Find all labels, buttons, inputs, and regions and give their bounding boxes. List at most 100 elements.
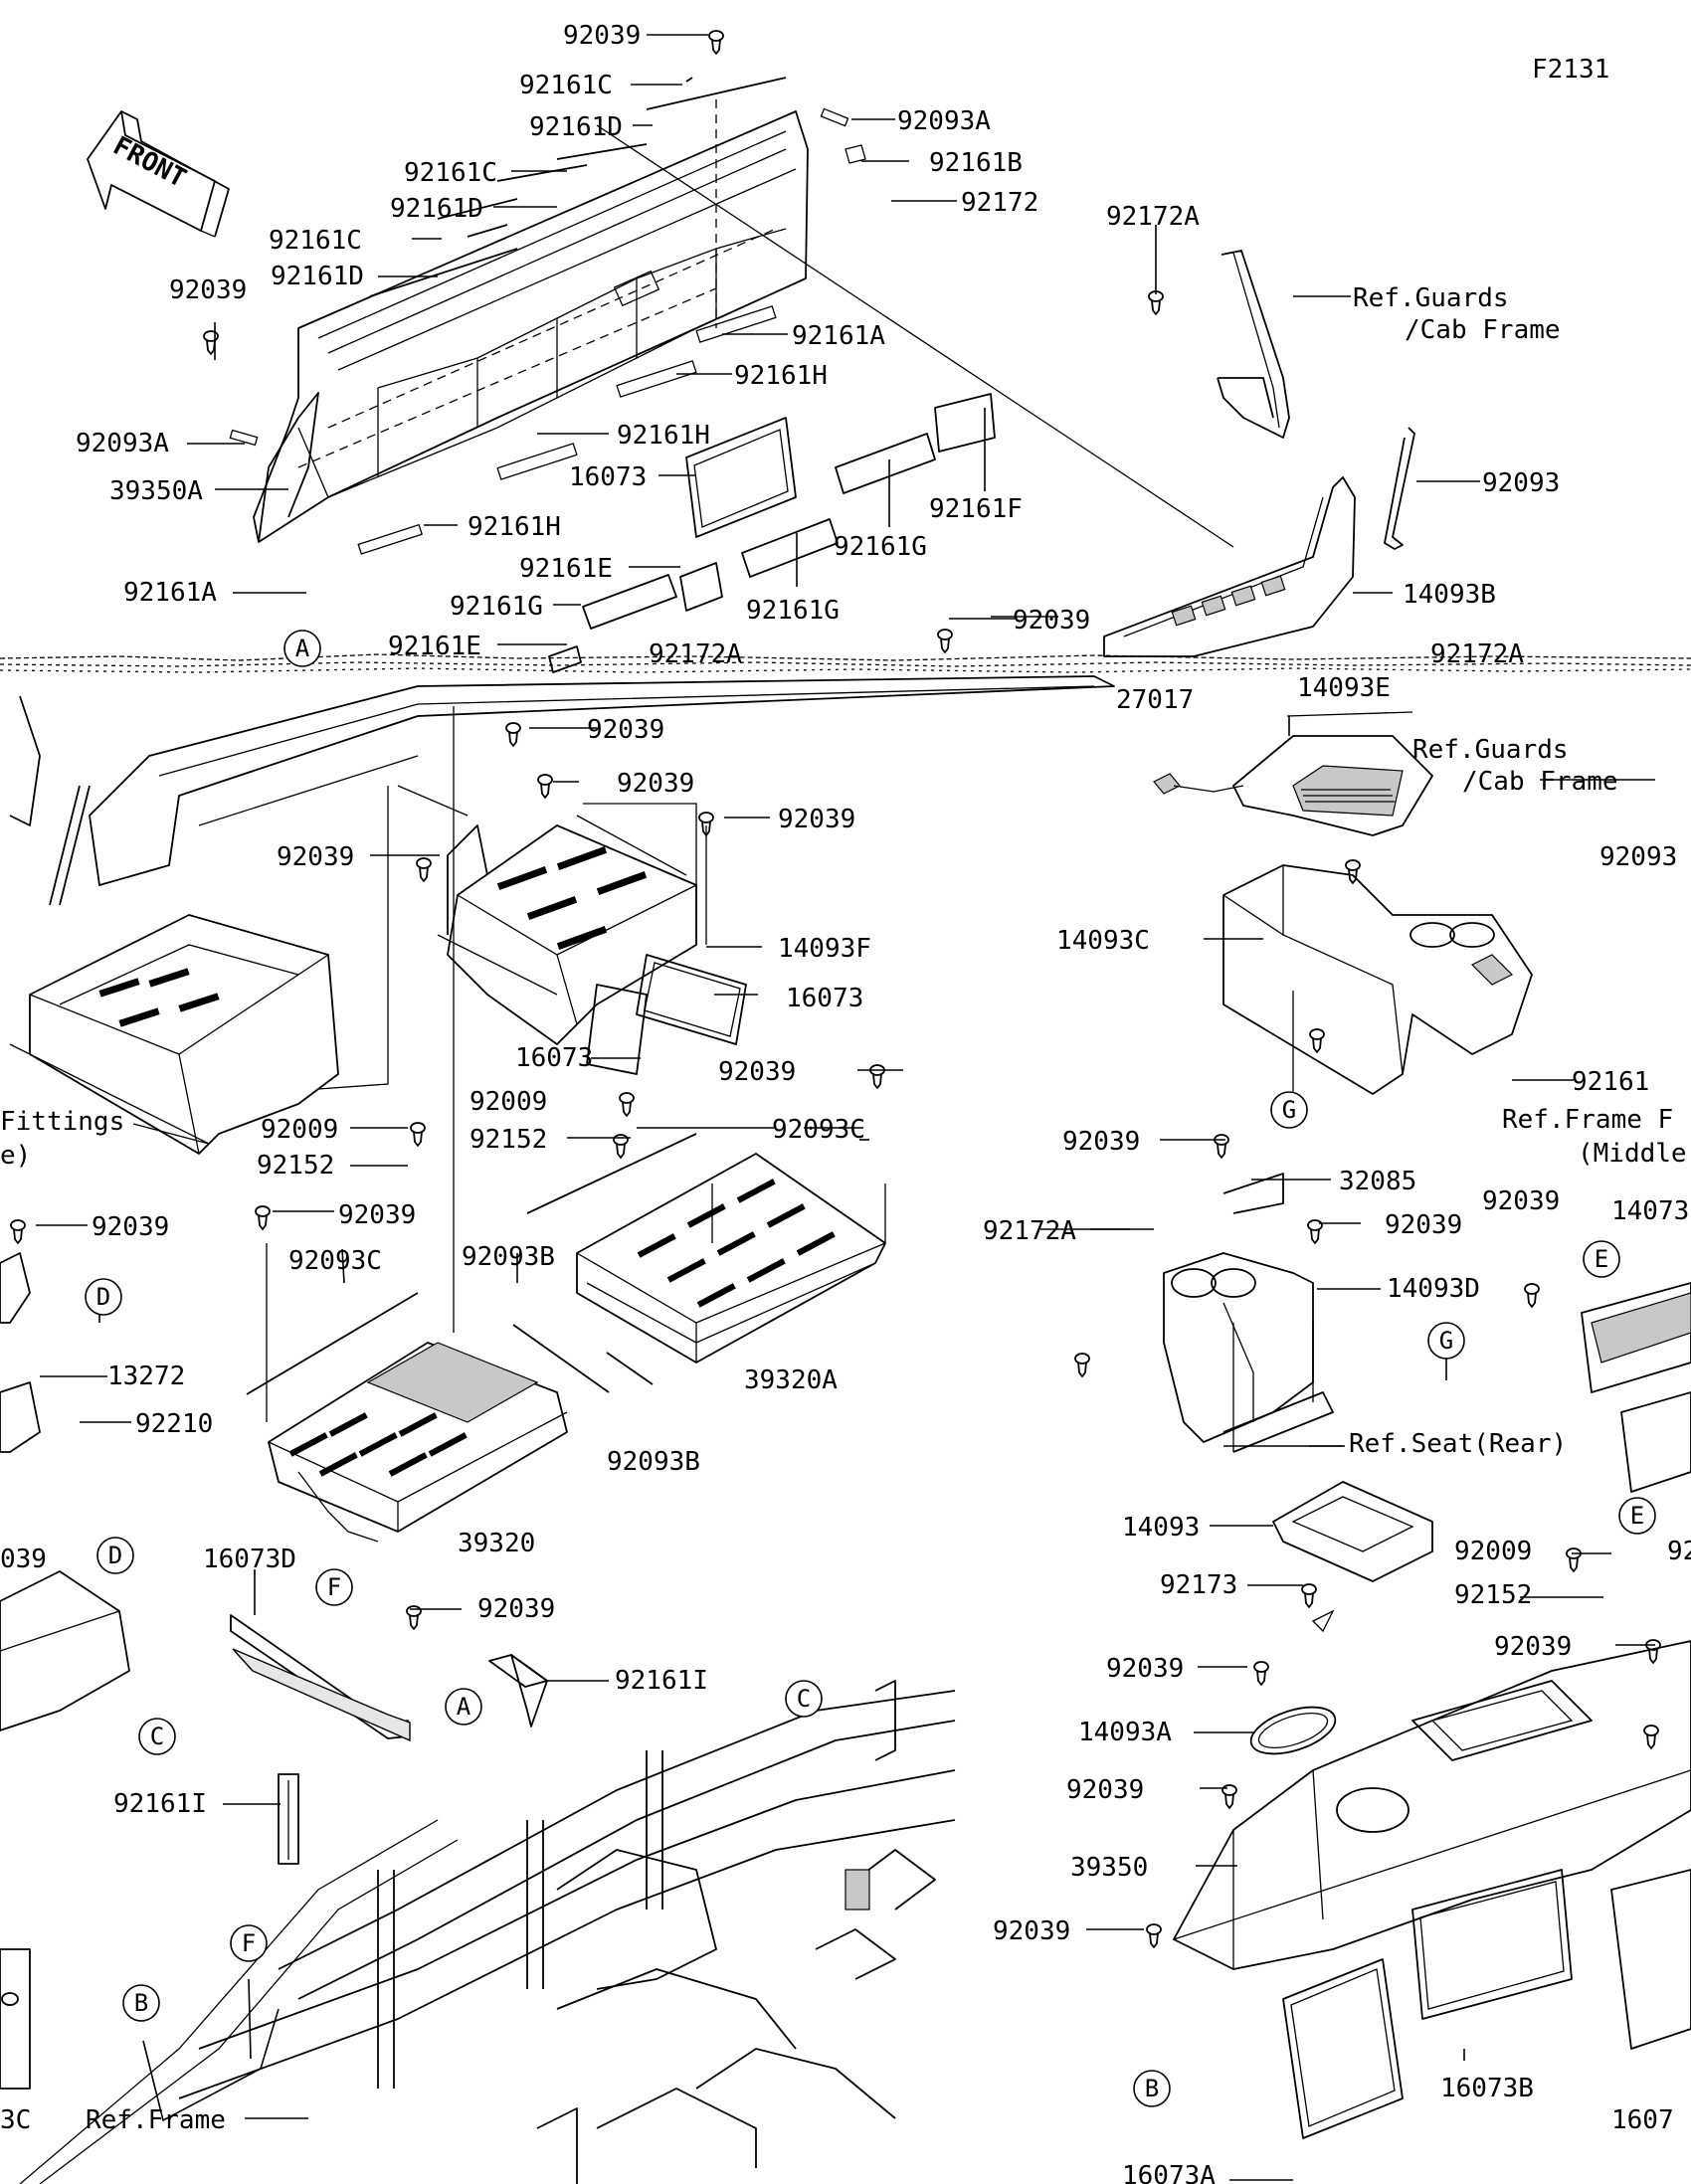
marker-circle-icon — [283, 630, 321, 667]
part-number-label: 92172A — [983, 1216, 1076, 1246]
fastener-icons — [10, 30, 1661, 1948]
part-number-label: 92161G — [746, 596, 840, 626]
part-number-label: 92039 — [1494, 1632, 1572, 1662]
part-number-label: (Middle — [1578, 1139, 1687, 1169]
part-number-label: 92172 — [961, 188, 1038, 218]
part-number-label: 14093E — [1297, 673, 1391, 703]
part-number-label: 92152 — [470, 1125, 547, 1155]
marker-letter: F — [242, 1929, 256, 1957]
seat-bracket-14073 — [1581, 1282, 1691, 1493]
section-divider — [0, 653, 1691, 673]
part-number-label: Ref.Guards — [1353, 283, 1509, 313]
left-edge-parts — [0, 1252, 130, 2090]
part-number-label: 92093B — [462, 1242, 555, 1272]
part-number-label: 92172A — [1430, 639, 1524, 669]
part-number-label: 14093 — [1122, 1513, 1200, 1543]
seat-base-frame-left — [9, 914, 339, 1155]
part-number-label: 92009 — [1454, 1537, 1532, 1566]
part-number-label: 92161A — [123, 578, 217, 608]
clip-fastener-icon — [505, 722, 521, 747]
tray-14093 — [1272, 1481, 1433, 1582]
part-number-label: 92093 — [1599, 842, 1677, 872]
clip-fastener-icon — [1221, 1784, 1237, 1809]
clip-fastener-icon — [255, 1205, 271, 1230]
main-frame — [19, 1680, 956, 2184]
part-number-label: 92210 — [135, 1409, 213, 1439]
part-number-label: 92161B — [929, 148, 1023, 178]
part-number-label: 14093F — [778, 934, 871, 964]
part-number-label: 92161C — [519, 71, 613, 100]
part-number-label: 92161G — [450, 592, 543, 622]
figure-code: F2131 — [1532, 55, 1609, 85]
part-number-label: /Cab Frame — [1405, 315, 1561, 345]
part-number-label: 92161 — [1572, 1067, 1649, 1097]
reference-marker: A — [445, 1688, 482, 1726]
marker-circle-icon — [785, 1680, 823, 1718]
part-number-label: 92161I — [113, 1789, 207, 1819]
clip-fastener-icon — [1643, 1725, 1659, 1749]
marker-letter: G — [1282, 1096, 1296, 1124]
marker-letter: A — [457, 1693, 471, 1721]
part-number-label: 92161A — [792, 321, 885, 351]
reference-marker: G — [1270, 1091, 1308, 1129]
clip-fastener-icon — [937, 629, 953, 653]
clip-fastener-icon — [10, 1219, 26, 1244]
clip-fastener-icon — [1645, 1639, 1661, 1664]
part-number-label: 16073D — [203, 1545, 296, 1574]
marker-letter: F — [327, 1573, 341, 1601]
part-number-label: 920 — [1667, 1537, 1691, 1566]
part-number-label: 1607 — [1611, 2105, 1674, 2135]
marker-letter: A — [295, 635, 310, 662]
reference-marker: B — [1133, 2070, 1171, 2107]
part-number-label: 16073 — [569, 462, 647, 492]
part-number-label: 14093D — [1387, 1274, 1480, 1304]
part-number-label: 92039 — [1062, 1127, 1140, 1157]
part-number-label: 92039 — [587, 715, 664, 745]
console-lid-14093E — [1232, 735, 1433, 836]
part-number-label: 14093B — [1403, 580, 1496, 610]
part-number-label: 27017 — [1116, 685, 1194, 715]
clip-fastener-icon — [708, 30, 724, 55]
part-number-label: 92161G — [834, 532, 927, 562]
reference-marker: G — [1427, 1322, 1465, 1360]
marker-letter: D — [108, 1542, 122, 1569]
part-number-label: 3C — [0, 2105, 31, 2135]
reference-marker: D — [85, 1278, 122, 1316]
guard-frame-part — [1217, 250, 1290, 439]
part-number-label: 16073B — [1440, 2074, 1534, 2103]
part-number-label: 92093A — [76, 429, 169, 458]
part-number-label: 92161H — [617, 421, 710, 451]
part-number-label: Fittings — [0, 1107, 124, 1137]
part-number-label: 16073 — [515, 1043, 593, 1073]
front-label: FRONT — [108, 131, 191, 194]
part-number-label: 32085 — [1339, 1167, 1416, 1196]
marker-circle-icon — [230, 1924, 268, 1962]
clip-fastener-icon — [1148, 290, 1164, 315]
part-number-label: 92161C — [404, 158, 497, 188]
clip-fastener-icon — [619, 1092, 635, 1117]
part-number-label: 92039 — [1385, 1210, 1462, 1240]
callout-labels: 9203992161C92093A92161D92161B9217292161C… — [0, 21, 1691, 2184]
part-number-label: 92161D — [390, 194, 483, 224]
part-number-label: Ref.Seat(Rear) — [1349, 1429, 1567, 1459]
clip-fastener-icon — [406, 1605, 422, 1630]
reference-marker: D — [96, 1537, 134, 1574]
marker-letter: E — [1595, 1245, 1608, 1273]
marker-letter: D — [96, 1283, 110, 1311]
bracket-92093 — [1384, 427, 1415, 550]
part-number-label: 039 — [0, 1545, 47, 1574]
part-number-label: Ref.Frame — [86, 2105, 226, 2135]
part-number-label: 14093C — [1056, 926, 1150, 956]
floor-panel-39320A — [576, 1153, 886, 1364]
reference-marker: C — [138, 1718, 176, 1755]
part-number-label: 92039 — [1013, 606, 1090, 636]
part-number-label: 39350A — [109, 476, 203, 506]
part-number-label: 92161E — [519, 554, 613, 584]
floor-panel-39320 — [268, 1342, 568, 1543]
part-number-label: 39320 — [458, 1529, 535, 1558]
clip-fastener-icon — [1307, 1219, 1323, 1244]
part-number-label: 92093 — [1482, 468, 1560, 498]
console-lower-14093D — [1163, 1173, 1314, 1443]
marker-circle-icon — [138, 1718, 176, 1755]
